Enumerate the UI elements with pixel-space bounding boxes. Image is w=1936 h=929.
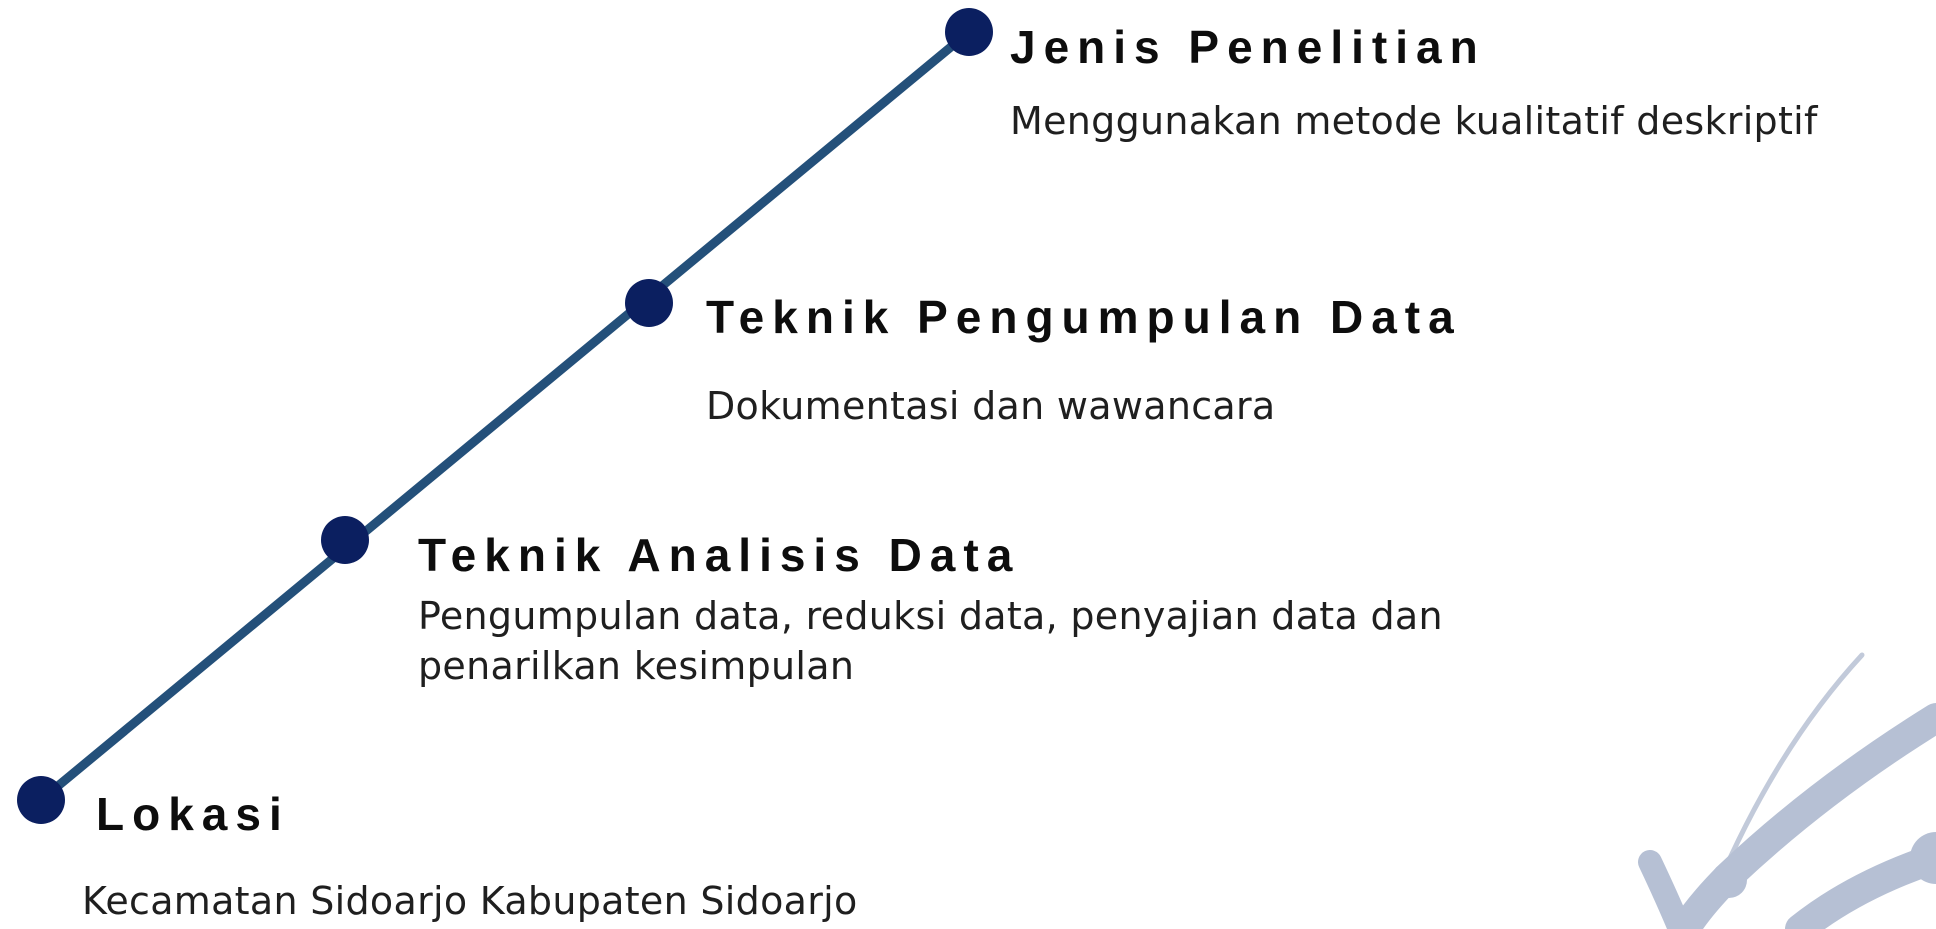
node-teknik-analisis-data [321, 516, 369, 564]
node-jenis-penelitian [945, 8, 993, 56]
watermark-dot-edge [1910, 832, 1936, 884]
step-title-teknik-analisis-data: Teknik Analisis Data [418, 529, 1021, 581]
node-teknik-pengumpulan-data [625, 279, 673, 327]
watermark-stem [1638, 850, 1692, 929]
watermark-dot [1711, 862, 1747, 898]
watermark-arc-upper [1670, 703, 1936, 929]
node-lokasi [17, 776, 65, 824]
decorative-watermark [1638, 652, 1936, 929]
step-title-jenis-penelitian: Jenis Penelitian [1010, 21, 1486, 73]
step-title-lokasi: Lokasi [96, 788, 290, 840]
step-desc-lokasi: Kecamatan Sidoarjo Kabupaten Sidoarjo [82, 879, 858, 923]
timeline-connector-line [36, 27, 974, 805]
step-title-teknik-pengumpulan-data: Teknik Pengumpulan Data [706, 291, 1462, 343]
step-desc-teknik-pengumpulan-data: Dokumentasi dan wawancara [706, 384, 1276, 428]
step-desc-jenis-penelitian: Menggunakan metode kualitatif deskriptif [1010, 99, 1818, 143]
step-desc-teknik-analisis-data: Pengumpulan data, reduksi data, penyajia… [418, 594, 1443, 688]
